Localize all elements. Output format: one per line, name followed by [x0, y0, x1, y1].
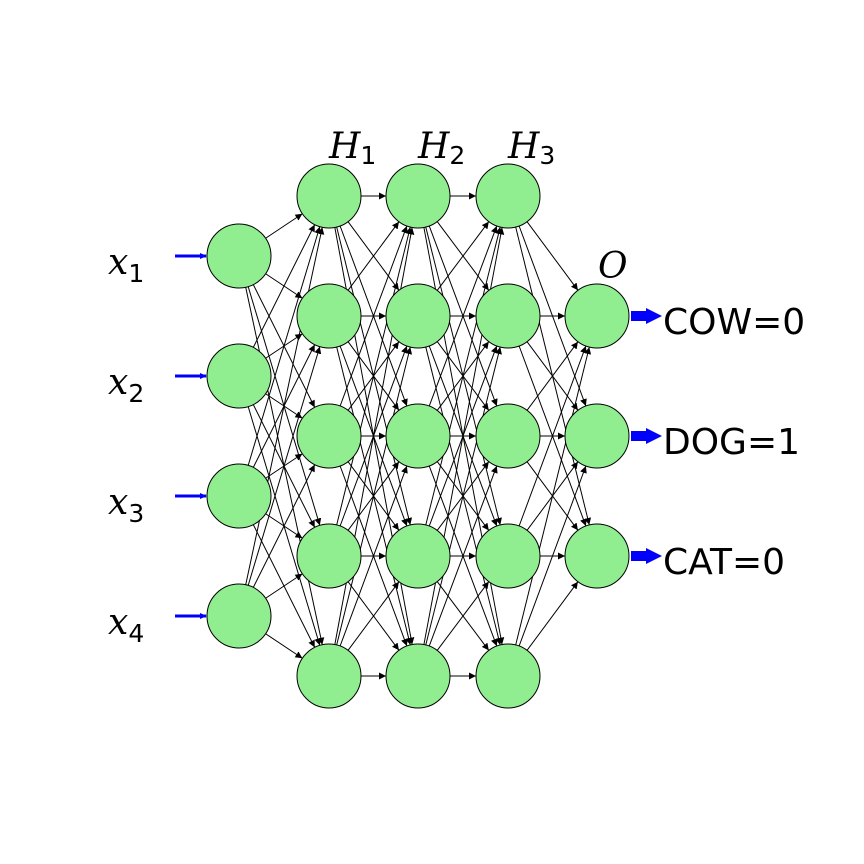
neuron-h1-5	[296, 643, 362, 709]
output-label-cat: CAT=0	[663, 542, 785, 583]
neuron-nodes	[206, 163, 630, 709]
input-arrows	[175, 253, 207, 619]
neuron-output-3	[564, 523, 630, 589]
input-label-x2: x2	[108, 362, 144, 408]
edge-h1-3-to-h2-1	[339, 225, 408, 407]
edge-h1-2-to-h2-1	[347, 221, 400, 291]
input-arrowhead-4	[200, 613, 207, 619]
edge-input-4-to-h1-5	[265, 633, 303, 659]
edge-h1-4-to-h2-1	[336, 226, 413, 526]
edge-h1-5-to-h2-2	[336, 346, 413, 646]
output-arrow-3	[631, 548, 662, 564]
neuron-h2-1	[385, 163, 451, 229]
neuron-h2-3	[385, 403, 451, 469]
edge-input-2-to-h1-1	[252, 224, 316, 348]
edge-input-1-to-h1-1	[265, 213, 303, 239]
edge-input-4-to-h1-2	[247, 346, 322, 586]
edge-h2-2-to-h3-1	[436, 221, 490, 291]
output-label-cow: COW=0	[663, 302, 805, 343]
edge-h2-3-to-h3-1	[428, 225, 498, 407]
layer-label-o: O	[598, 246, 628, 287]
neuron-h1-4	[296, 523, 362, 589]
neuron-h3-2	[475, 283, 541, 349]
layer-label-h2: H2	[417, 126, 465, 170]
layer-label-h3: H3	[507, 126, 555, 170]
edge-input-3-to-h1-1	[247, 226, 322, 466]
edge-h3-3-to-output-1	[526, 341, 579, 411]
neuron-h1-2	[296, 283, 362, 349]
edge-input-4-to-h1-4	[265, 573, 303, 599]
edge-h2-5-to-h3-3	[428, 465, 498, 647]
neuron-h3-4	[475, 523, 541, 589]
edge-h3-5-to-output-1	[515, 346, 592, 646]
output-arrow-2	[631, 428, 662, 444]
output-label-dog: DOG=1	[663, 422, 800, 463]
edge-h3-4-to-output-1	[518, 345, 587, 527]
neuron-h2-4	[385, 523, 451, 589]
edge-h1-5-to-h2-4	[347, 581, 400, 651]
neuron-h3-3	[475, 403, 541, 469]
neuron-h2-5	[385, 643, 451, 709]
neuron-h2-2	[385, 283, 451, 349]
edge-h3-5-to-output-3	[526, 581, 579, 651]
input-arrowhead-1	[200, 253, 207, 259]
neuron-h1-1	[296, 163, 362, 229]
edge-h3-1-to-output-1	[526, 221, 579, 291]
neuron-input-3	[206, 463, 272, 529]
neuron-h3-1	[475, 163, 541, 229]
neuron-h1-3	[296, 403, 362, 469]
edge-h2-5-to-h3-2	[425, 346, 502, 646]
edge-h1-5-to-h2-3	[339, 465, 408, 647]
input-label-x1: x1	[108, 242, 144, 288]
input-arrowhead-3	[200, 493, 207, 499]
neuron-input-1	[206, 223, 272, 289]
output-arrows	[631, 308, 662, 564]
input-label-x3: x3	[108, 482, 144, 528]
neuron-input-4	[206, 583, 272, 649]
edge-input-4-to-h1-1	[245, 227, 325, 585]
layer-label-h1: H1	[328, 126, 376, 170]
edge-input-4-to-h1-3	[252, 464, 316, 588]
edge-h2-4-to-h3-1	[425, 226, 502, 526]
neuron-output-2	[564, 403, 630, 469]
edge-h3-5-to-output-2	[518, 465, 587, 647]
input-label-x4: x4	[108, 602, 144, 648]
input-arrowhead-2	[200, 373, 207, 379]
neuron-output-1	[564, 283, 630, 349]
neuron-input-2	[206, 343, 272, 409]
neuron-h3-5	[475, 643, 541, 709]
output-arrow-1	[631, 308, 662, 324]
edge-h2-5-to-h3-4	[436, 581, 490, 651]
